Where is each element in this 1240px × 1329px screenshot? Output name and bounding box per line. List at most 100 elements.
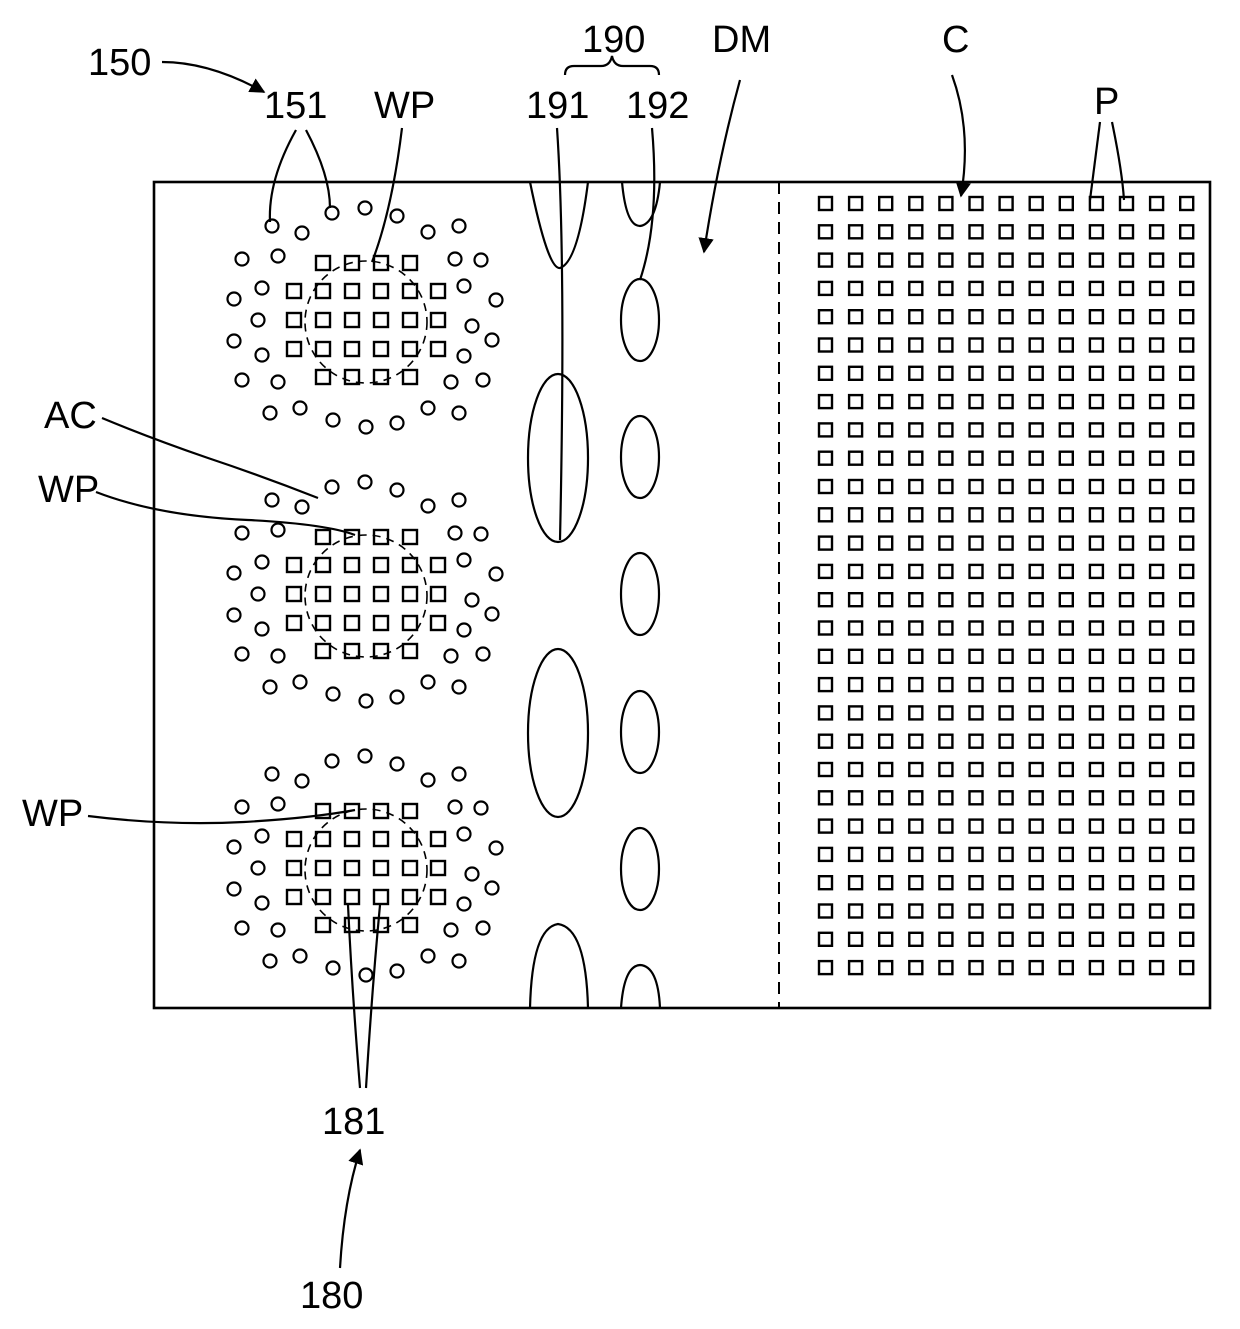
pad-P	[1150, 876, 1163, 889]
pad-P	[1000, 565, 1013, 578]
pad-P	[1180, 508, 1193, 521]
pad-P	[1120, 395, 1133, 408]
pad-P	[1000, 395, 1013, 408]
pad-P	[909, 763, 922, 776]
pad-P	[1000, 423, 1013, 436]
pad-P	[849, 537, 862, 550]
bump-151	[477, 922, 490, 935]
pad-P	[1180, 197, 1193, 210]
chip-pad-181	[403, 284, 417, 298]
pad-P	[970, 508, 983, 521]
pad-P	[970, 310, 983, 323]
pad-P	[939, 254, 952, 267]
dam-191-oval	[528, 649, 588, 817]
dam-192-oval	[621, 416, 659, 498]
chip-pad-181	[345, 342, 359, 356]
pad-P	[1060, 225, 1073, 238]
dam-191-oval	[528, 374, 588, 542]
pad-P	[1090, 933, 1103, 946]
pad-P	[1030, 537, 1043, 550]
pad-P	[1120, 905, 1133, 918]
pad-P	[970, 791, 983, 804]
pad-P	[819, 905, 832, 918]
pad-P	[939, 197, 952, 210]
pad-P	[1180, 791, 1193, 804]
pad-P	[819, 763, 832, 776]
pad-P	[1090, 367, 1103, 380]
pad-P	[909, 480, 922, 493]
pad-P	[819, 593, 832, 606]
chip-pad-181	[431, 616, 445, 630]
bump-151	[486, 882, 499, 895]
pad-P	[879, 678, 892, 691]
pad-P	[970, 254, 983, 267]
bump-151	[236, 648, 249, 661]
pad-P	[819, 961, 832, 974]
bump-151	[266, 494, 279, 507]
pad-P	[1120, 565, 1133, 578]
bump-151	[453, 407, 466, 420]
pad-P	[849, 339, 862, 352]
pad-P	[1030, 197, 1043, 210]
pad-P	[1180, 905, 1193, 918]
pad-P	[1180, 339, 1193, 352]
bump-151	[486, 608, 499, 621]
pad-P	[970, 735, 983, 748]
pad-P	[909, 622, 922, 635]
bump-151	[228, 293, 241, 306]
pad-P	[970, 876, 983, 889]
pad-P	[1060, 282, 1073, 295]
chip-pad-181	[316, 644, 330, 658]
pad-P	[1120, 197, 1133, 210]
pad-P	[909, 735, 922, 748]
pad-P	[1180, 706, 1193, 719]
dam-191-partial-bottom	[530, 924, 588, 1008]
pad-P	[1060, 480, 1073, 493]
leader-WP1	[372, 128, 402, 262]
pad-P	[1060, 933, 1073, 946]
chip-pad-181	[345, 558, 359, 572]
pad-P	[1060, 395, 1073, 408]
bump-151	[252, 862, 265, 875]
bump-151	[236, 801, 249, 814]
pad-P	[1090, 678, 1103, 691]
leader-DM	[704, 80, 740, 252]
label-WP-middle: WP	[38, 469, 99, 511]
pad-P	[1120, 452, 1133, 465]
pad-P	[1030, 791, 1043, 804]
pad-P	[1030, 905, 1043, 918]
pad-P	[939, 622, 952, 635]
bump-151	[453, 768, 466, 781]
pad-P	[909, 367, 922, 380]
pad-P	[1060, 905, 1073, 918]
pad-P	[970, 763, 983, 776]
pad-P	[1030, 763, 1043, 776]
bump-151	[391, 210, 404, 223]
chip-pad-181	[316, 530, 330, 544]
pad-P	[879, 933, 892, 946]
pad-P	[1030, 565, 1043, 578]
pad-P	[879, 395, 892, 408]
pad-P	[1000, 961, 1013, 974]
pad-P	[939, 650, 952, 663]
pad-P	[849, 282, 862, 295]
pad-P	[1090, 763, 1103, 776]
label-191: 191	[526, 85, 589, 127]
pad-P	[970, 706, 983, 719]
pad-P	[1000, 933, 1013, 946]
pad-P	[909, 791, 922, 804]
pad-P	[819, 395, 832, 408]
pad-P	[1090, 650, 1103, 663]
pad-P	[1120, 848, 1133, 861]
pad-P	[879, 622, 892, 635]
leader-151-b	[306, 130, 330, 208]
pad-P	[1120, 593, 1133, 606]
bump-151	[228, 609, 241, 622]
pad-P	[939, 678, 952, 691]
bump-151	[422, 226, 435, 239]
pad-P	[819, 225, 832, 238]
pad-P	[819, 820, 832, 833]
chip-pad-181	[287, 861, 301, 875]
chip-pad-181	[287, 616, 301, 630]
pad-P	[1180, 735, 1193, 748]
